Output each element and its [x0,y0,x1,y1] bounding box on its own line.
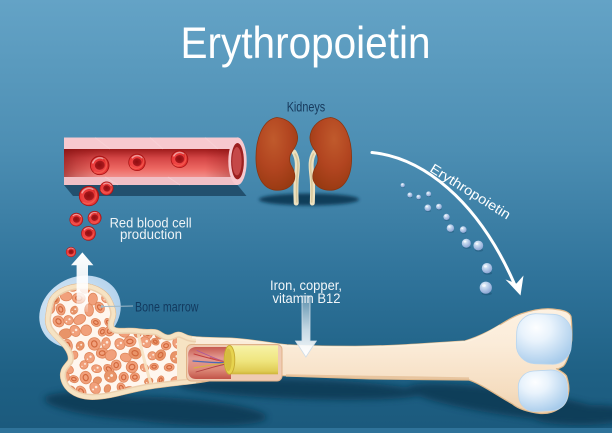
svg-text:Kidneys: Kidneys [287,99,326,115]
svg-text:Erythropoietin: Erythropoietin [181,19,431,68]
svg-text:vitamin B12: vitamin B12 [273,291,341,306]
svg-text:production: production [120,227,182,242]
svg-text:Bone marrow: Bone marrow [135,299,199,315]
svg-text:Iron, copper,: Iron, copper, [270,278,342,293]
svg-text:Red blood cell: Red blood cell [110,215,192,230]
